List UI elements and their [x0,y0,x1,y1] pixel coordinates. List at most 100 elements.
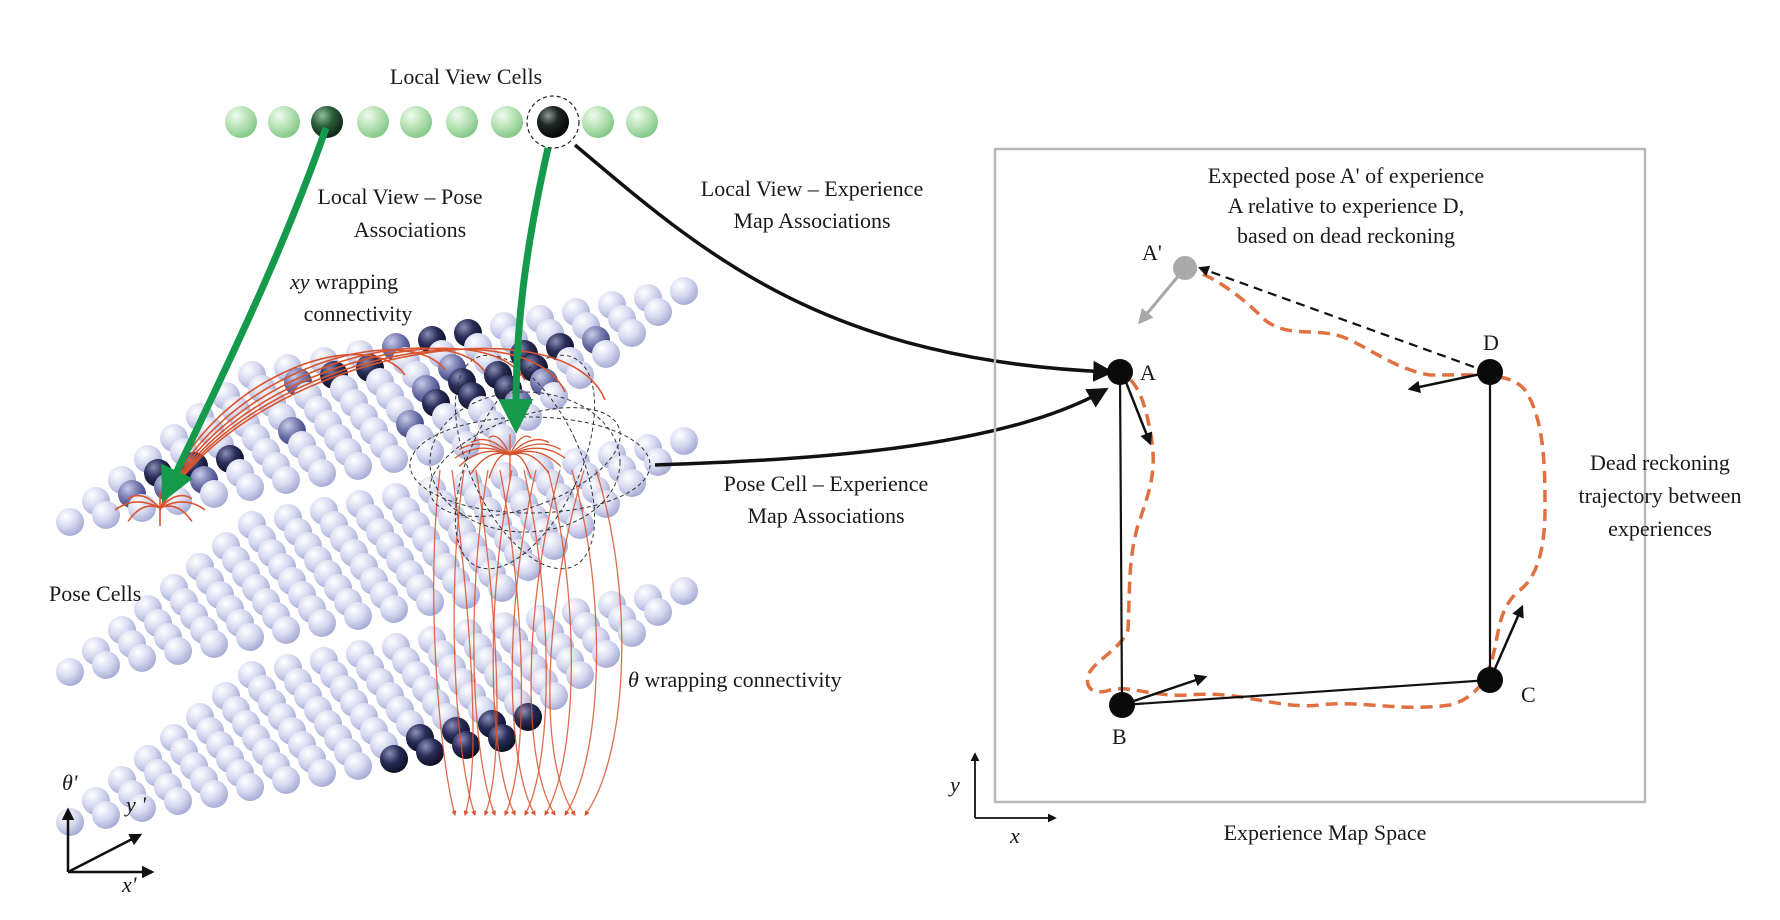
pose-cell [644,298,672,326]
node-a [1107,359,1133,385]
expected-pose-line2: A relative to experience D, [1228,193,1464,218]
pose-cell [592,340,620,368]
theta-link [564,469,598,816]
experience-links [1118,371,1492,707]
xy-local-link [127,494,161,509]
pose-cell [670,277,698,305]
pose-cell-layer [56,577,698,836]
pose-cell [380,595,408,623]
axis-theta-label: θ' [62,770,78,795]
theta-link [530,469,561,816]
pose-cell [416,438,444,466]
theta-link [549,469,585,816]
pose-cell [308,609,336,637]
node-b-label: B [1112,724,1127,749]
pose-cell [272,466,300,494]
node-b [1109,692,1135,718]
lv-experience-label-line1: Local View – Experience [701,176,923,201]
pose-axes [61,807,155,879]
local-excitation-link [509,443,562,456]
pose-cell [540,382,568,410]
theta-link [492,469,516,816]
node-a-prime [1173,256,1197,280]
pc-experience-label-line1: Pose Cell – Experience [724,471,929,496]
theta-link [453,469,477,816]
pose-cell [56,658,84,686]
pose-cell [164,637,192,665]
local-view-cell [446,106,478,138]
local-view-cell [626,106,658,138]
pose-cell [592,640,620,668]
xy-wrapping-label-line1: xy wrapping [289,269,398,294]
map-axis-x-label: x [1009,823,1020,848]
pose-cell-sheets [56,277,698,836]
pose-cell [56,808,84,836]
pose-cell [644,598,672,626]
node-a-label: A [1140,360,1156,385]
pose-cell [566,361,594,389]
pose-cell [452,731,480,759]
local-view-cell [491,106,523,138]
node-d-label: D [1483,330,1499,355]
pose-cell [272,616,300,644]
pose-cell [92,651,120,679]
local-view-cell [268,106,300,138]
xy-link [159,347,526,511]
pose-cell [236,623,264,651]
theta-link [523,469,547,816]
xy-wrapping-links [114,347,606,526]
pose-cell [644,448,672,476]
local-view-cells-label: Local View Cells [390,64,542,89]
heading-arrows [1120,370,1524,707]
pose-cell [56,508,84,536]
xy-wrapping-word: wrapping [310,269,399,294]
pose-cell [92,801,120,829]
node-c-label: C [1521,682,1536,707]
dead-reckoning-line3: experiences [1608,516,1712,541]
posecell-experience-arrow [654,387,1109,467]
xy-wrapping-label-line2: connectivity [304,301,413,326]
pose-cell [308,459,336,487]
pose-cell [416,588,444,616]
lv-pose-label-line1: Local View – Pose [317,184,482,209]
xy-local-link [114,501,161,511]
local-excitation-link [470,439,511,456]
lv-experience-label-line2: Map Associations [733,208,890,233]
local-view-cell [582,106,614,138]
pose-cell [566,511,594,539]
pose-cell [128,794,156,822]
theta-wrapping-label: θ wrapping connectivity [628,667,842,692]
local-view-cell [400,106,432,138]
dead-reckoning-trajectory [1085,266,1547,709]
pose-cell [128,644,156,672]
xy-link [159,347,606,511]
pose-cell [164,787,192,815]
local-view-cell [225,106,257,138]
xy-local-link [159,505,193,522]
pose-cell [236,773,264,801]
pose-cell [540,682,568,710]
pose-cell [488,724,516,752]
xy-symbol: xy [289,269,310,294]
pose-cell-layer [56,427,698,686]
local-view-cell [311,106,343,138]
pose-cell [514,703,542,731]
theta-link [499,469,523,816]
theta-link [544,469,572,816]
pc-experience-label-line2: Map Associations [747,503,904,528]
local-excitation-link [454,447,511,459]
pose-cell [670,427,698,455]
pose-cell [236,473,264,501]
expected-pose-line1: Expected pose A' of experience [1208,163,1484,188]
local-view-cell [537,106,569,138]
local-view-cell [357,106,389,138]
axis-y-label: y ' [124,792,146,817]
pose-cell [344,452,372,480]
node-a-prime-label: A' [1142,240,1162,265]
experience-map-frame [993,147,1647,804]
lv-pose-arrow-2 [498,147,552,434]
lv-pose-label-line2: Associations [354,217,466,242]
pose-cell [670,577,698,605]
experience-map-space-label: Experience Map Space [1224,820,1427,845]
